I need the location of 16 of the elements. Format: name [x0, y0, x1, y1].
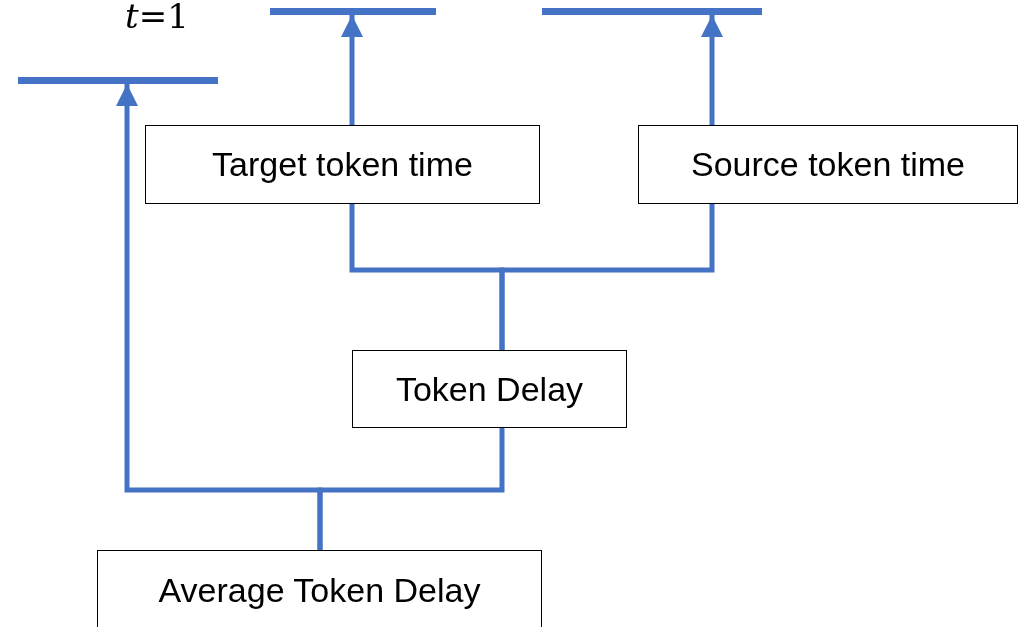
arrow	[701, 15, 723, 125]
node-text: Average Token Delay	[158, 570, 481, 610]
node-text: Source token time	[691, 145, 965, 184]
arrow	[341, 15, 363, 125]
formula-bar	[270, 8, 436, 15]
connector-line	[499, 204, 715, 350]
node-text: Target token time	[212, 145, 473, 184]
process-box	[145, 125, 540, 204]
process-box	[638, 125, 1018, 204]
formula-bar	[542, 8, 762, 15]
process-box	[97, 550, 542, 627]
node-text: Token Delay	[395, 369, 584, 409]
formula-bar	[18, 77, 218, 84]
process-box	[352, 350, 627, 428]
formula-subscript: t=1	[125, 0, 189, 36]
arrow	[116, 84, 323, 550]
